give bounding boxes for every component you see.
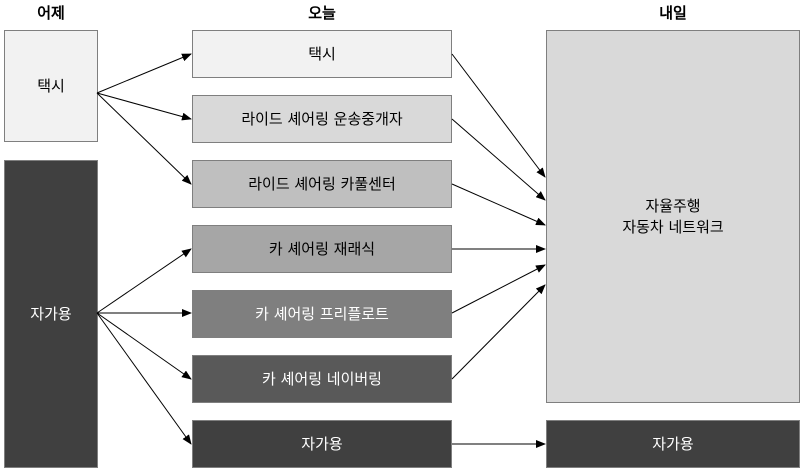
arrow-freefloat-to-autonomous	[451, 264, 546, 314]
arrow-ride-broker-to-autonomous	[451, 118, 546, 201]
arrow-neighboring-to-autonomous	[451, 284, 546, 380]
today-item-label: 택시	[308, 44, 336, 63]
yesterday-own-car-box: 자가용	[4, 160, 98, 468]
arrow-taxi-to-carpool	[96, 92, 192, 185]
arrow-taxi-to-ride-broker	[96, 92, 192, 121]
tomorrow-own-car-box: 자가용	[546, 420, 800, 468]
today-item-label: 자가용	[301, 434, 343, 453]
arrow-owncar-to-traditional	[96, 248, 192, 314]
tomorrow-autonomous-network-box: 자율주행 자동차 네트워크	[546, 30, 800, 403]
today-item-label: 라이드 셰어링 운송중개자	[241, 109, 403, 128]
arrow-carpool-to-autonomous	[451, 183, 546, 226]
header-yesterday: 어제	[37, 4, 65, 22]
header-today: 오늘	[308, 4, 336, 22]
tomorrow-autonomous-line2: 자동차 네트워크	[622, 217, 724, 236]
today-own-car-box: 자가용	[192, 420, 452, 468]
today-taxi-box: 택시	[192, 30, 452, 78]
arrow-taxi-to-autonomous	[451, 53, 546, 178]
tomorrow-own-car-label: 자가용	[652, 434, 694, 453]
today-car-sharing-traditional-box: 카 셰어링 재래식	[192, 225, 452, 273]
today-item-label: 카 셰어링 네이버링	[262, 369, 382, 388]
tomorrow-autonomous-line1: 자율주행	[645, 196, 701, 215]
today-item-label: 라이드 셰어링 카풀센터	[248, 174, 396, 193]
header-tomorrow: 내일	[659, 4, 687, 22]
arrow-owncar-to-neighboring	[96, 312, 192, 380]
yesterday-taxi-label: 택시	[37, 76, 65, 95]
today-car-sharing-neighboring-box: 카 셰어링 네이버링	[192, 355, 452, 403]
today-car-sharing-freefloat-box: 카 셰어링 프리플로트	[192, 290, 452, 338]
today-item-label: 카 셰어링 재래식	[268, 239, 376, 258]
today-ride-sharing-carpool-box: 라이드 셰어링 카풀센터	[192, 160, 452, 208]
today-ride-sharing-broker-box: 라이드 셰어링 운송중개자	[192, 95, 452, 143]
arrow-owncar-to-owncar	[96, 312, 192, 445]
yesterday-own-car-label: 자가용	[30, 304, 72, 323]
today-item-label: 카 셰어링 프리플로트	[255, 304, 389, 323]
yesterday-taxi-box: 택시	[4, 30, 98, 142]
arrow-taxi-to-taxi	[96, 53, 192, 94]
